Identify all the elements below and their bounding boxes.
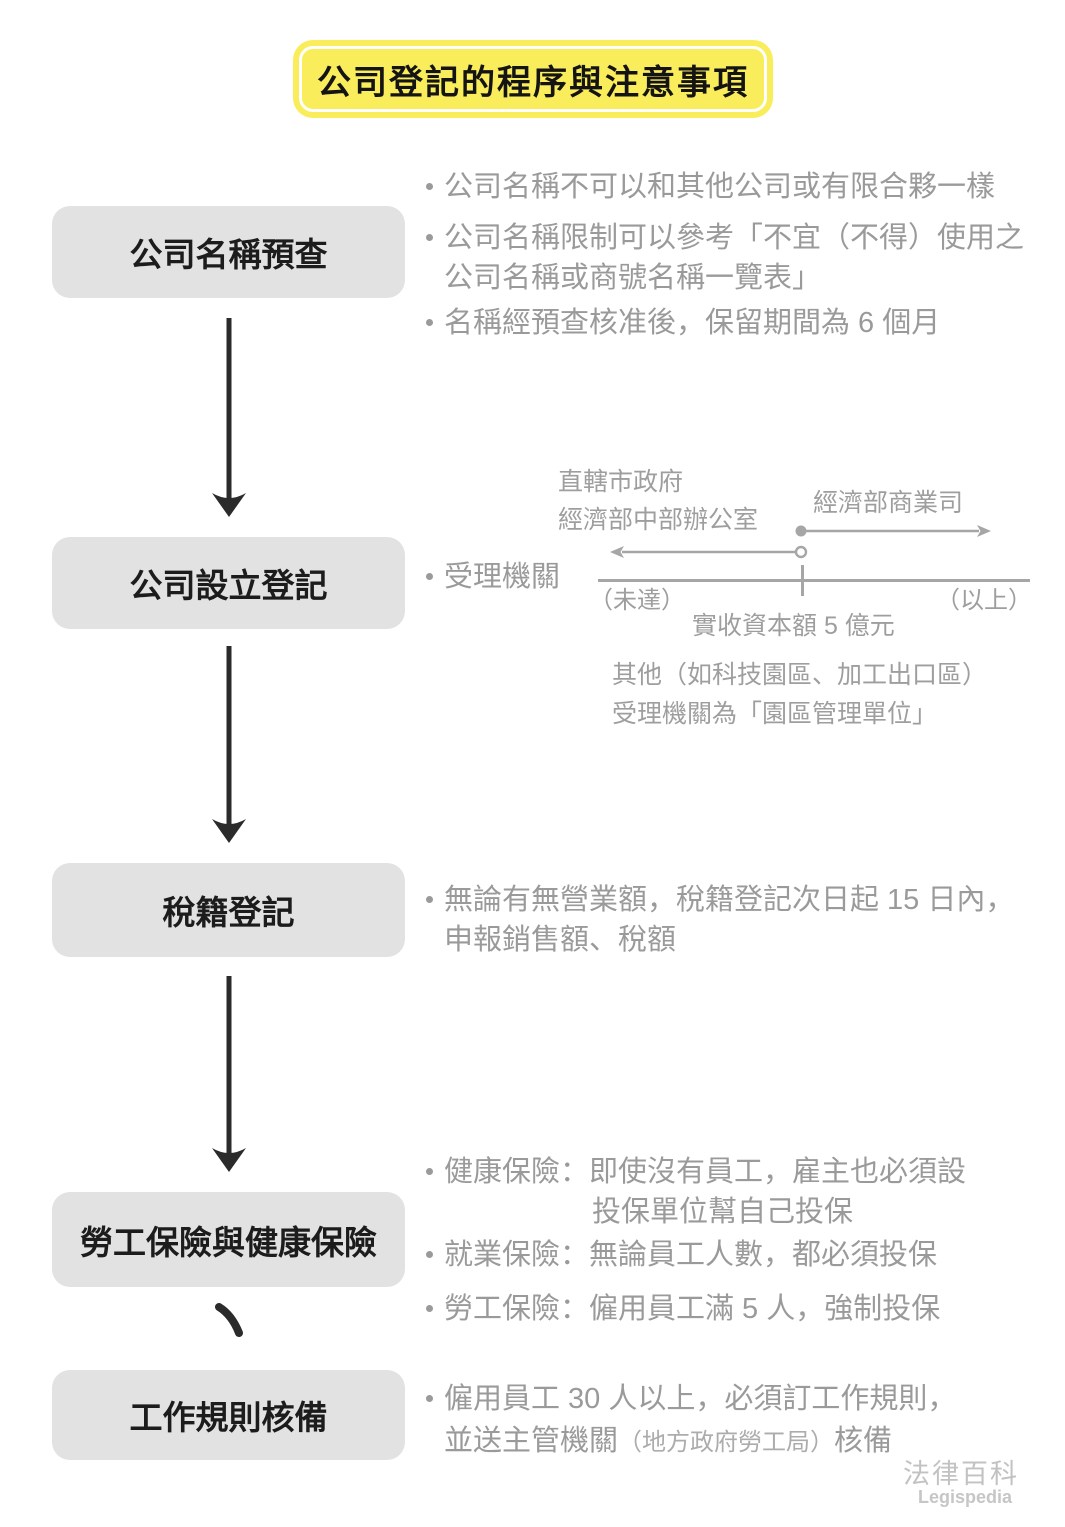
note-s3-b1-line2: 申報銷售額、稅額 bbox=[444, 924, 677, 956]
diagram-right-authority: 經濟部商業司 bbox=[813, 489, 964, 517]
threshold-baseline bbox=[598, 579, 1030, 582]
step-label-labor-health-insurance: 勞工保險與健康保險 bbox=[80, 1223, 377, 1261]
note-s4-b2: 就業保險：無論員工人數，都必須投保 bbox=[444, 1239, 938, 1271]
ideographic-comma-connector bbox=[215, 1303, 243, 1337]
diagram-range-below: （未達） bbox=[589, 587, 685, 614]
down-arrow-icon bbox=[212, 976, 246, 1172]
note-s1-b2-line2: 公司名稱或商號名稱一覽表」 bbox=[444, 262, 822, 294]
legispedia-logo-zh: 法律百科 bbox=[903, 1459, 1019, 1489]
note-s4-b1-line2: 投保單位幫自己投保 bbox=[592, 1196, 854, 1228]
diagram-range-above: （以上） bbox=[936, 587, 1032, 614]
bullet-dot bbox=[426, 319, 433, 326]
bullet-dot bbox=[426, 1395, 433, 1402]
diagram-left-authority-line1: 直轄市政府 bbox=[558, 468, 684, 496]
diagram-threshold-label: 實收資本額 5 億元 bbox=[692, 612, 895, 640]
diagram-left-authority-line2: 經濟部中部辦公室 bbox=[558, 506, 759, 534]
step-label-tax-registration: 稅籍登記 bbox=[162, 894, 295, 931]
note-s3-b1-line1: 無論有無營業額，稅籍登記次日起 15 日內， bbox=[444, 884, 1015, 916]
bullet-dot bbox=[426, 1168, 433, 1175]
threshold-tick bbox=[801, 565, 804, 596]
note-s5-b1-line2: 並送主管機關（地方政府勞工局）核備 bbox=[444, 1425, 892, 1458]
note-s4-b1-line1: 健康保險：即使沒有員工，雇主也必須設 bbox=[444, 1156, 967, 1188]
title-badge: 公司登記的程序與注意事項 bbox=[293, 40, 773, 118]
left-arrow-from-circle-icon bbox=[610, 545, 808, 559]
note-s1-b3: 名稱經預查核准後，保留期間為 6 個月 bbox=[444, 307, 941, 339]
note-s5-b1-line2-paren: （地方政府勞工局） bbox=[618, 1429, 835, 1456]
step-box-name-precheck: 公司名稱預查 bbox=[52, 206, 405, 298]
bullet-dot bbox=[426, 896, 433, 903]
note-s1-b2-line1: 公司名稱限制可以參考「不宜（不得）使用之 bbox=[444, 222, 1025, 254]
step-label-name-precheck: 公司名稱預查 bbox=[129, 236, 328, 273]
bullet-dot bbox=[426, 1251, 433, 1258]
down-arrow-icon bbox=[212, 646, 246, 843]
step-box-incorporation: 公司設立登記 bbox=[52, 537, 405, 629]
step-box-labor-health-insurance: 勞工保險與健康保險 bbox=[52, 1192, 405, 1287]
bullet-dot bbox=[426, 1305, 433, 1312]
note-s5-b1-line1: 僱用員工 30 人以上，必須訂工作規則， bbox=[444, 1383, 957, 1415]
right-arrow-from-dot-icon bbox=[795, 525, 991, 537]
note-s5-b1-line2-pre: 並送主管機關 bbox=[444, 1425, 619, 1457]
note-s5-b1-line2-post: 核備 bbox=[834, 1425, 893, 1457]
page-title: 公司登記的程序與注意事項 bbox=[317, 63, 749, 102]
note-s2-other-line1: 其他（如科技園區、加工出口區） bbox=[612, 661, 988, 689]
note-s2-other-line2: 受理機關為「園區管理單位」 bbox=[612, 700, 938, 728]
step-label-incorporation: 公司設立登記 bbox=[129, 567, 328, 604]
note-s4-b3: 勞工保險：僱用員工滿 5 人，強制投保 bbox=[444, 1293, 941, 1325]
bullet-dot bbox=[426, 234, 433, 241]
bullet-dot bbox=[426, 183, 433, 190]
legispedia-logo-en: Legispedia bbox=[918, 1487, 1013, 1507]
note-s2-b1: 受理機關 bbox=[444, 561, 561, 593]
step-label-work-rules-approval: 工作規則核備 bbox=[129, 1399, 328, 1436]
step-box-work-rules-approval: 工作規則核備 bbox=[52, 1370, 405, 1460]
down-arrow-icon bbox=[212, 318, 246, 517]
step-box-tax-registration: 稅籍登記 bbox=[52, 863, 405, 957]
bullet-dot bbox=[426, 573, 433, 580]
note-s1-b1: 公司名稱不可以和其他公司或有限合夥一樣 bbox=[444, 171, 996, 203]
